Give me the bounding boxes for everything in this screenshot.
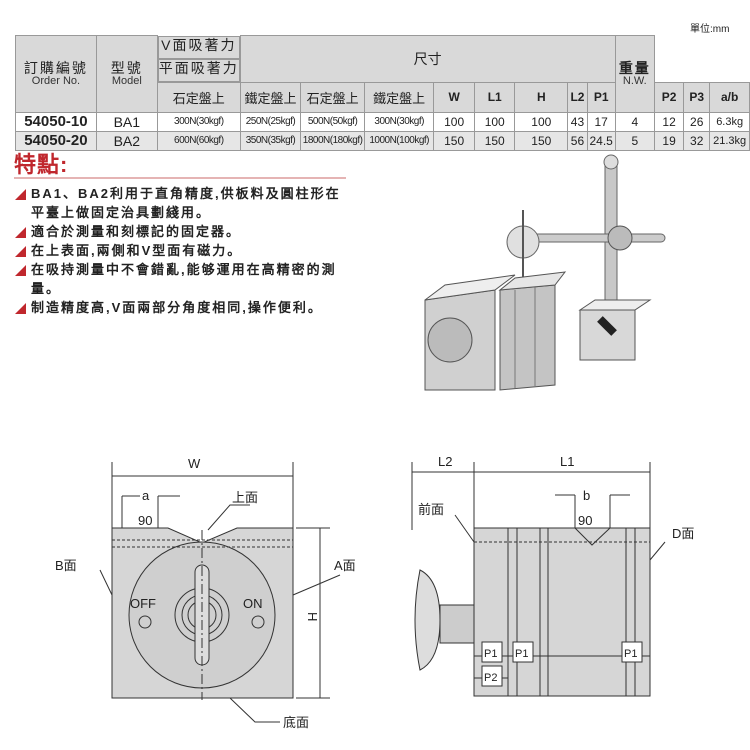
triangle-bullet-icon — [15, 227, 26, 238]
a-face-label: A面 — [334, 558, 356, 573]
side-view-drawing: L2 L1 b 90 前面 D面 P1 P1 P1 P2 — [411, 454, 694, 697]
dims-header: 尺寸 — [239, 35, 616, 83]
angle-label: 90 — [138, 513, 152, 528]
b-face-label: B面 — [55, 558, 77, 573]
dim-col-p3: P3 — [683, 81, 711, 113]
triangle-bullet-icon — [15, 303, 26, 314]
feature-item: 在上表面,兩側和V型面有磁力。 — [15, 241, 355, 260]
on-label: ON — [243, 596, 263, 611]
flat-stone-header: 石定盤上 — [300, 81, 365, 113]
v-iron-header: 鐵定盤上 — [239, 81, 302, 113]
dim-col-l1: L1 — [473, 81, 516, 113]
v-force-header: V面吸著力 — [157, 35, 240, 59]
angle-label: 90 — [578, 513, 592, 528]
dim-a-label: a — [142, 488, 150, 503]
feature-item: BA1、BA2利用于直角精度,供板料及圓柱形在平臺上做固定治具劃綫用。 — [15, 184, 355, 222]
p2-label: P2 — [484, 672, 497, 684]
p1-label: P1 — [624, 648, 637, 660]
triangle-bullet-icon — [15, 265, 26, 276]
v-stone-header: 石定盤上 — [156, 81, 241, 113]
product-illustration — [424, 154, 666, 391]
dim-l1-label: L1 — [560, 454, 574, 469]
feature-item: 制造精度高,V面兩部分角度相同,操作便利。 — [15, 298, 355, 317]
dim-col-w: W — [433, 81, 475, 113]
dim-h-label: H — [305, 612, 320, 621]
front-face-label: 前面 — [418, 502, 444, 517]
feature-item: 適合於測量和刻標記的固定器。 — [15, 222, 355, 241]
off-label: OFF — [130, 596, 156, 611]
features-list: BA1、BA2利用于直角精度,供板料及圓柱形在平臺上做固定治具劃綫用。 適合於測… — [15, 184, 355, 317]
features-title: 特點: — [14, 152, 69, 177]
dim-col-p1: P1 — [586, 81, 616, 113]
dim-b-label: b — [583, 488, 590, 503]
dim-col-p2: P2 — [654, 81, 685, 113]
triangle-bullet-icon — [15, 189, 26, 200]
p1-label: P1 — [515, 648, 528, 660]
flat-iron-header: 鐵定盤上 — [363, 81, 435, 113]
front-view-drawing: W a 90 上面 B面 A面 OFF ON H 底面 — [55, 456, 356, 730]
dim-col-h: H — [514, 81, 569, 113]
feature-item: 在吸持測量中不會錯亂,能够運用在高精密的測量。 — [15, 260, 355, 298]
p1-label: P1 — [484, 648, 497, 660]
dim-l2-label: L2 — [438, 454, 452, 469]
flat-force-header: 平面吸著力 — [157, 58, 240, 82]
dim-col-ab: a/b — [709, 81, 750, 113]
d-face-label: D面 — [672, 526, 694, 541]
features-divider — [14, 177, 346, 179]
dim-w-label: W — [188, 456, 201, 471]
top-face-label: 上面 — [232, 490, 258, 505]
bottom-face-label: 底面 — [283, 715, 309, 730]
triangle-bullet-icon — [15, 246, 26, 257]
dim-col-l2: L2 — [567, 81, 588, 113]
unit-note: 單位:mm — [690, 24, 730, 35]
